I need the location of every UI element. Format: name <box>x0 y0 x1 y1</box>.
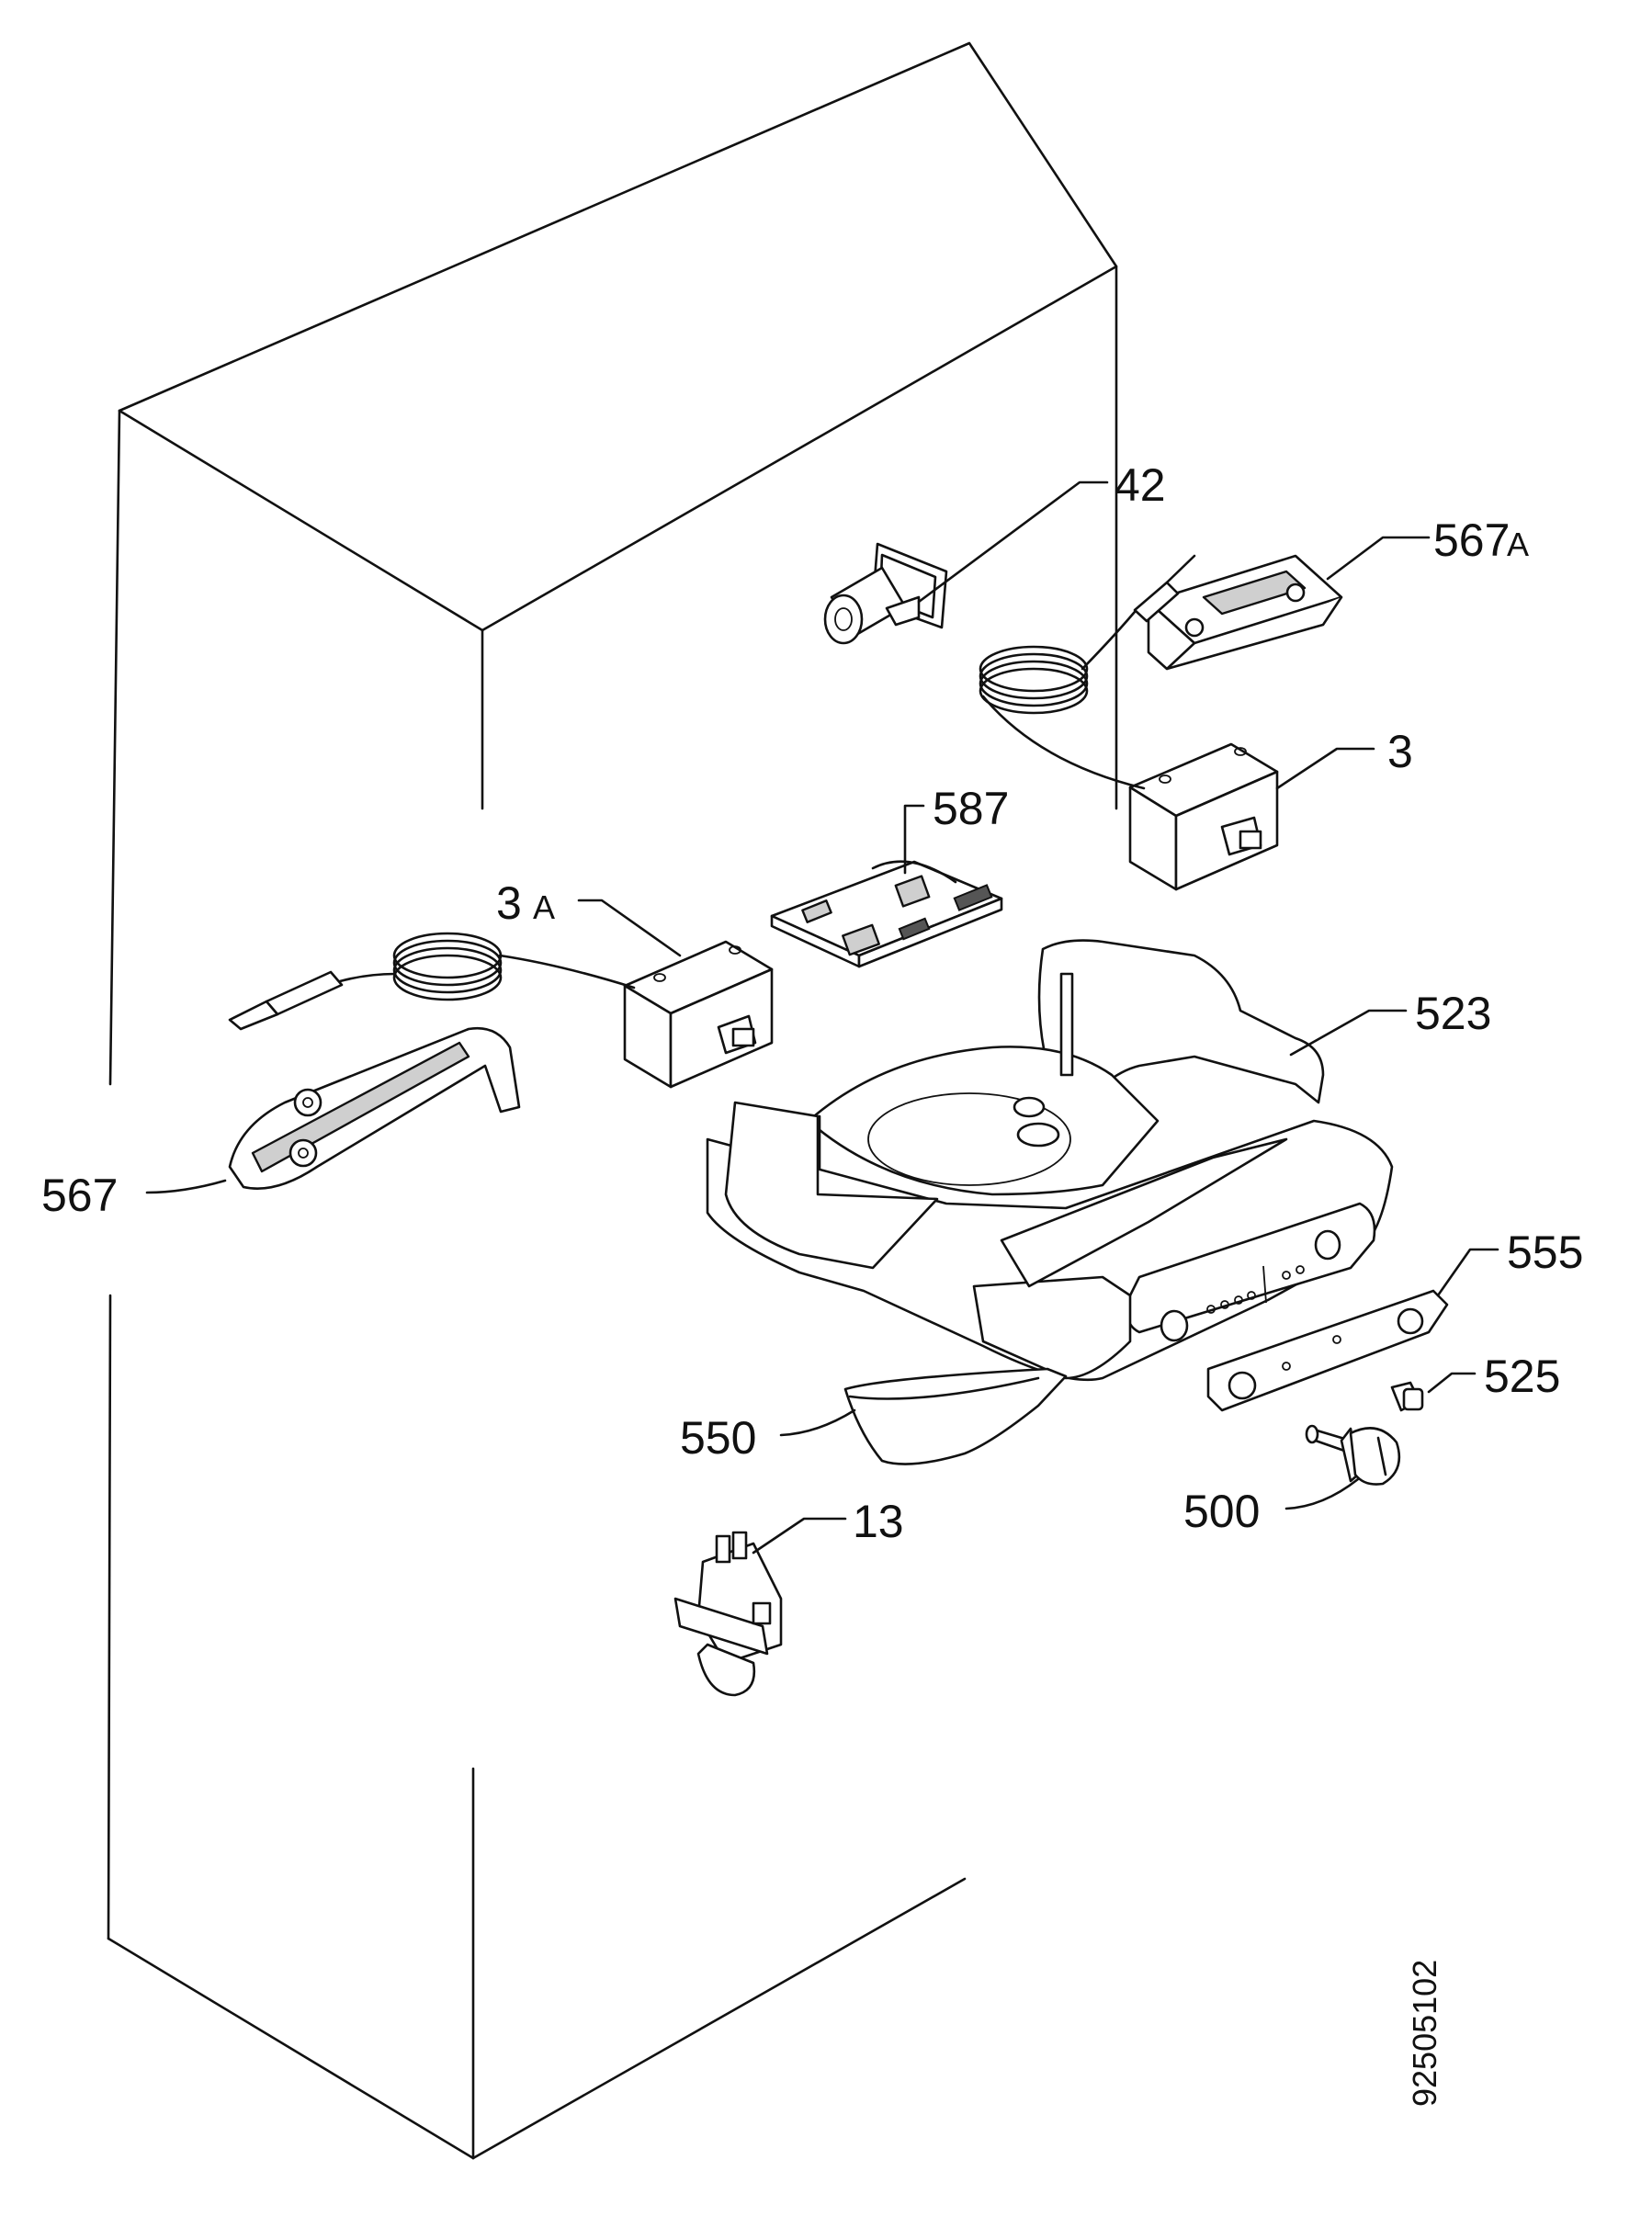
label-567A-number: 567 <box>1433 515 1510 566</box>
part-3A-thermostat <box>228 932 774 1089</box>
label-587: 587 <box>933 783 1009 834</box>
label-3: 3 <box>1387 726 1413 777</box>
leader-567A <box>1326 536 1431 581</box>
label-500: 500 <box>1183 1486 1260 1537</box>
part-3-capillary-coil <box>979 645 1089 715</box>
part-500-knob <box>1305 1424 1401 1486</box>
leader-42 <box>917 481 1109 604</box>
leader-567 <box>145 1179 227 1194</box>
label-525: 525 <box>1484 1351 1560 1402</box>
part-550-cover <box>843 1367 1068 1465</box>
part-13-lamp-socket <box>673 1531 783 1697</box>
leader-550 <box>779 1408 856 1437</box>
leader-555 <box>1436 1248 1499 1297</box>
label-13: 13 <box>853 1496 904 1547</box>
part-3A-capillary-coil <box>392 932 503 1001</box>
leader-500 <box>1284 1477 1360 1510</box>
label-567: 567 <box>41 1170 118 1221</box>
label-3A-number: 3 <box>496 877 522 929</box>
part-3-thermostat <box>979 554 1279 891</box>
part-555-trim <box>1206 1289 1449 1412</box>
leader-13 <box>752 1517 847 1555</box>
label-3A-suffix: A <box>533 888 555 926</box>
leader-523 <box>1289 1009 1408 1057</box>
leader-525 <box>1427 1372 1477 1394</box>
part-587-circuit-board <box>770 860 1003 968</box>
leader-3 <box>1275 747 1375 790</box>
drawing-number: 92505102 <box>1406 1960 1443 2107</box>
label-555: 555 <box>1507 1227 1583 1278</box>
part-525-knob <box>1390 1381 1424 1412</box>
leader-587 <box>903 804 925 875</box>
label-42: 42 <box>1115 459 1166 511</box>
part-567A-clip <box>1147 554 1343 671</box>
part-523-control-housing <box>706 939 1394 1382</box>
part-42-lamp-holder <box>823 542 948 645</box>
part-567-clamp <box>228 1026 521 1190</box>
label-567A-suffix: A <box>1507 526 1529 563</box>
label-523: 523 <box>1415 988 1491 1039</box>
label-550: 550 <box>680 1412 756 1464</box>
leader-3A <box>577 899 682 957</box>
cabinet-outline <box>107 41 1118 2160</box>
